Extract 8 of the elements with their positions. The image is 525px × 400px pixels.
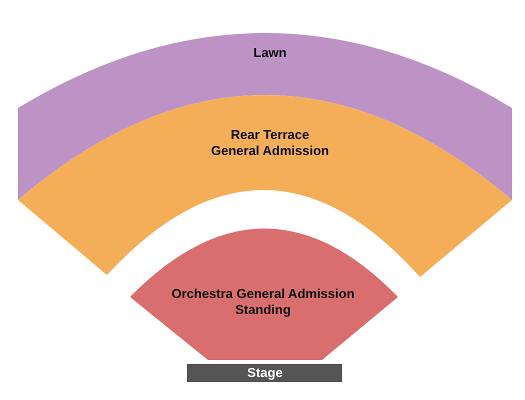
lawn-section [18, 33, 512, 201]
terrace-section [18, 95, 512, 278]
section-label: Stage [246, 365, 284, 381]
orchestra-section [130, 228, 398, 360]
section-label: Lawn [252, 45, 288, 61]
section-label: Orchestra General Admission Standing [170, 286, 356, 318]
stage [187, 364, 342, 382]
section-label: Rear Terrace General Admission [210, 127, 330, 159]
